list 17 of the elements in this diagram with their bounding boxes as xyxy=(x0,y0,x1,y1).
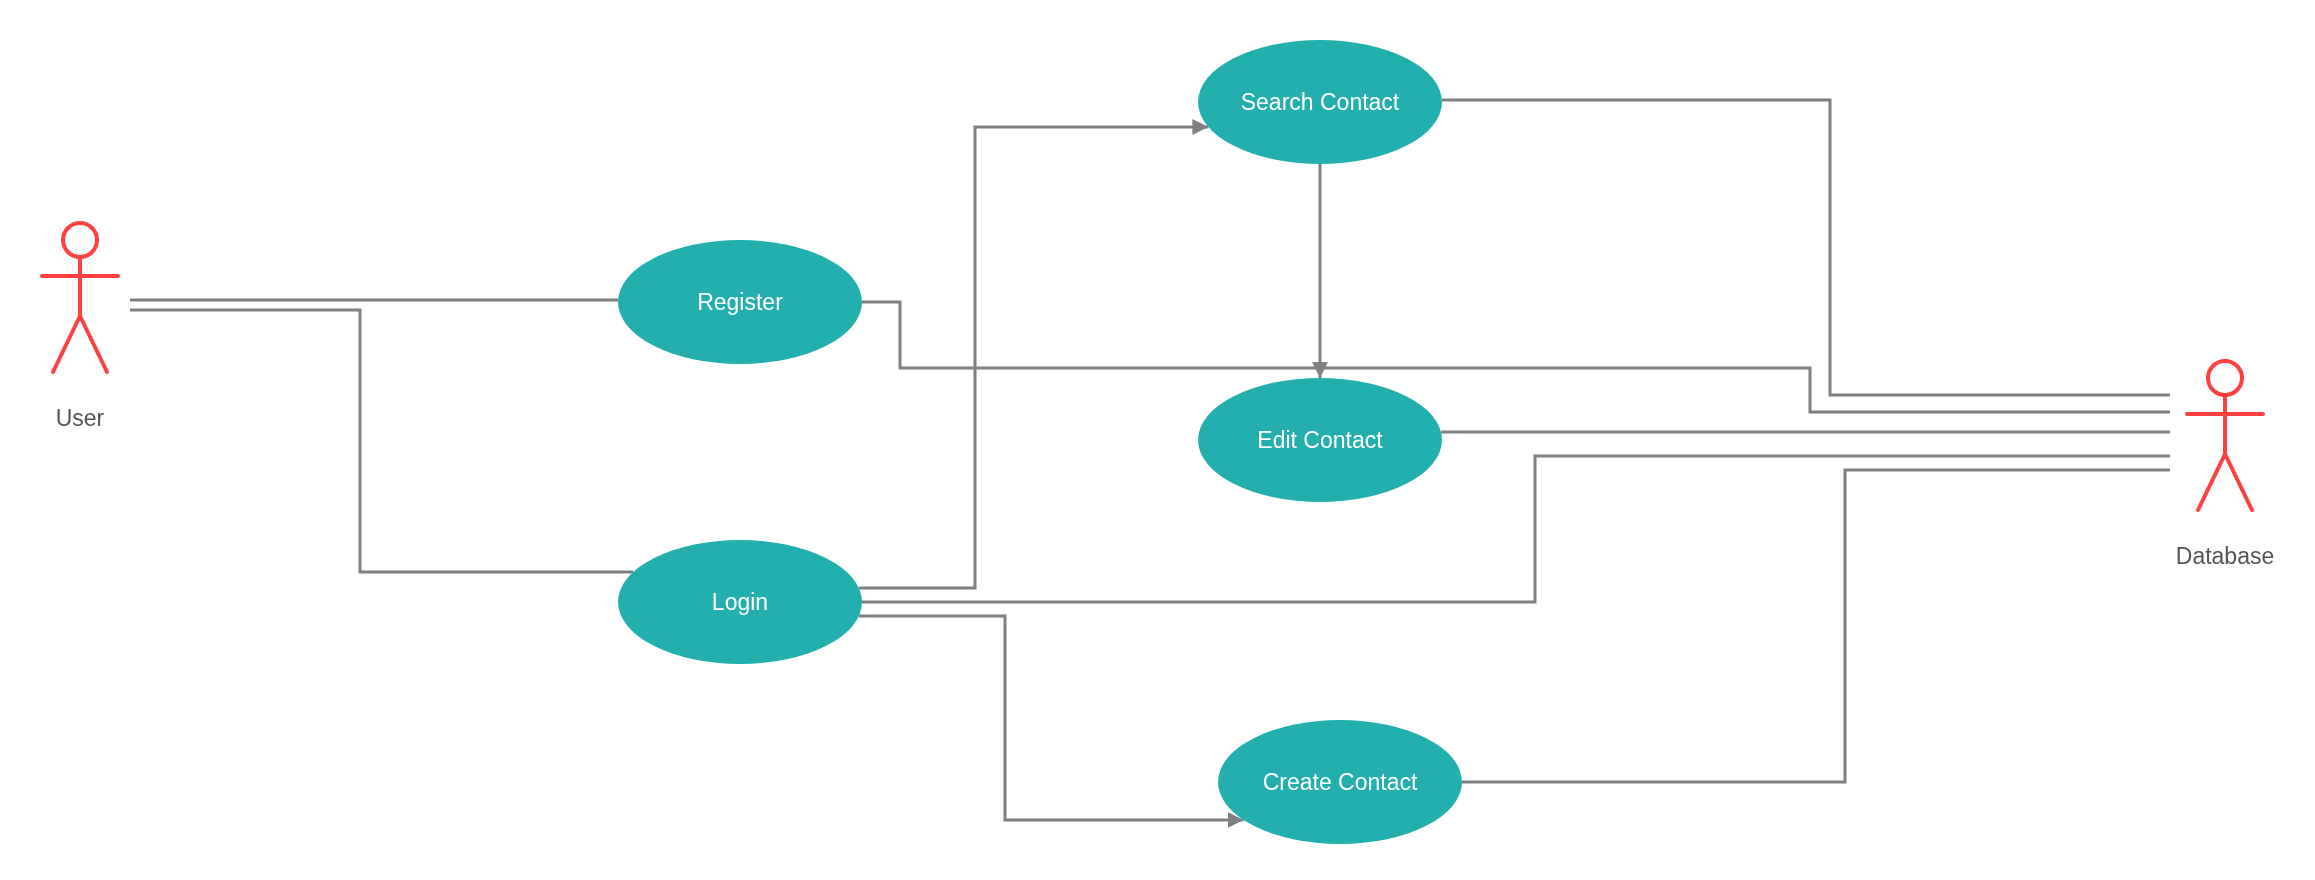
connector-line xyxy=(1441,98,2170,397)
connector-line xyxy=(130,298,619,302)
connector-line xyxy=(862,300,2170,414)
arrow xyxy=(1312,164,1328,378)
arrow xyxy=(858,614,1244,828)
actor-label: Database xyxy=(2174,543,2276,570)
actor-label: User xyxy=(54,405,106,432)
connector-line xyxy=(862,454,2170,604)
use-case-label: Create Contact xyxy=(1262,768,1418,796)
connector-line xyxy=(130,308,634,574)
use-case-label: Register xyxy=(697,288,783,316)
connector-line xyxy=(1462,468,2170,784)
use-case-label: Edit Contact xyxy=(1257,426,1383,454)
arrow xyxy=(858,119,1209,590)
use-case-label: Login xyxy=(711,588,769,616)
connector-line xyxy=(1441,430,2170,434)
use-case-label: Search Contact xyxy=(1240,88,1400,116)
